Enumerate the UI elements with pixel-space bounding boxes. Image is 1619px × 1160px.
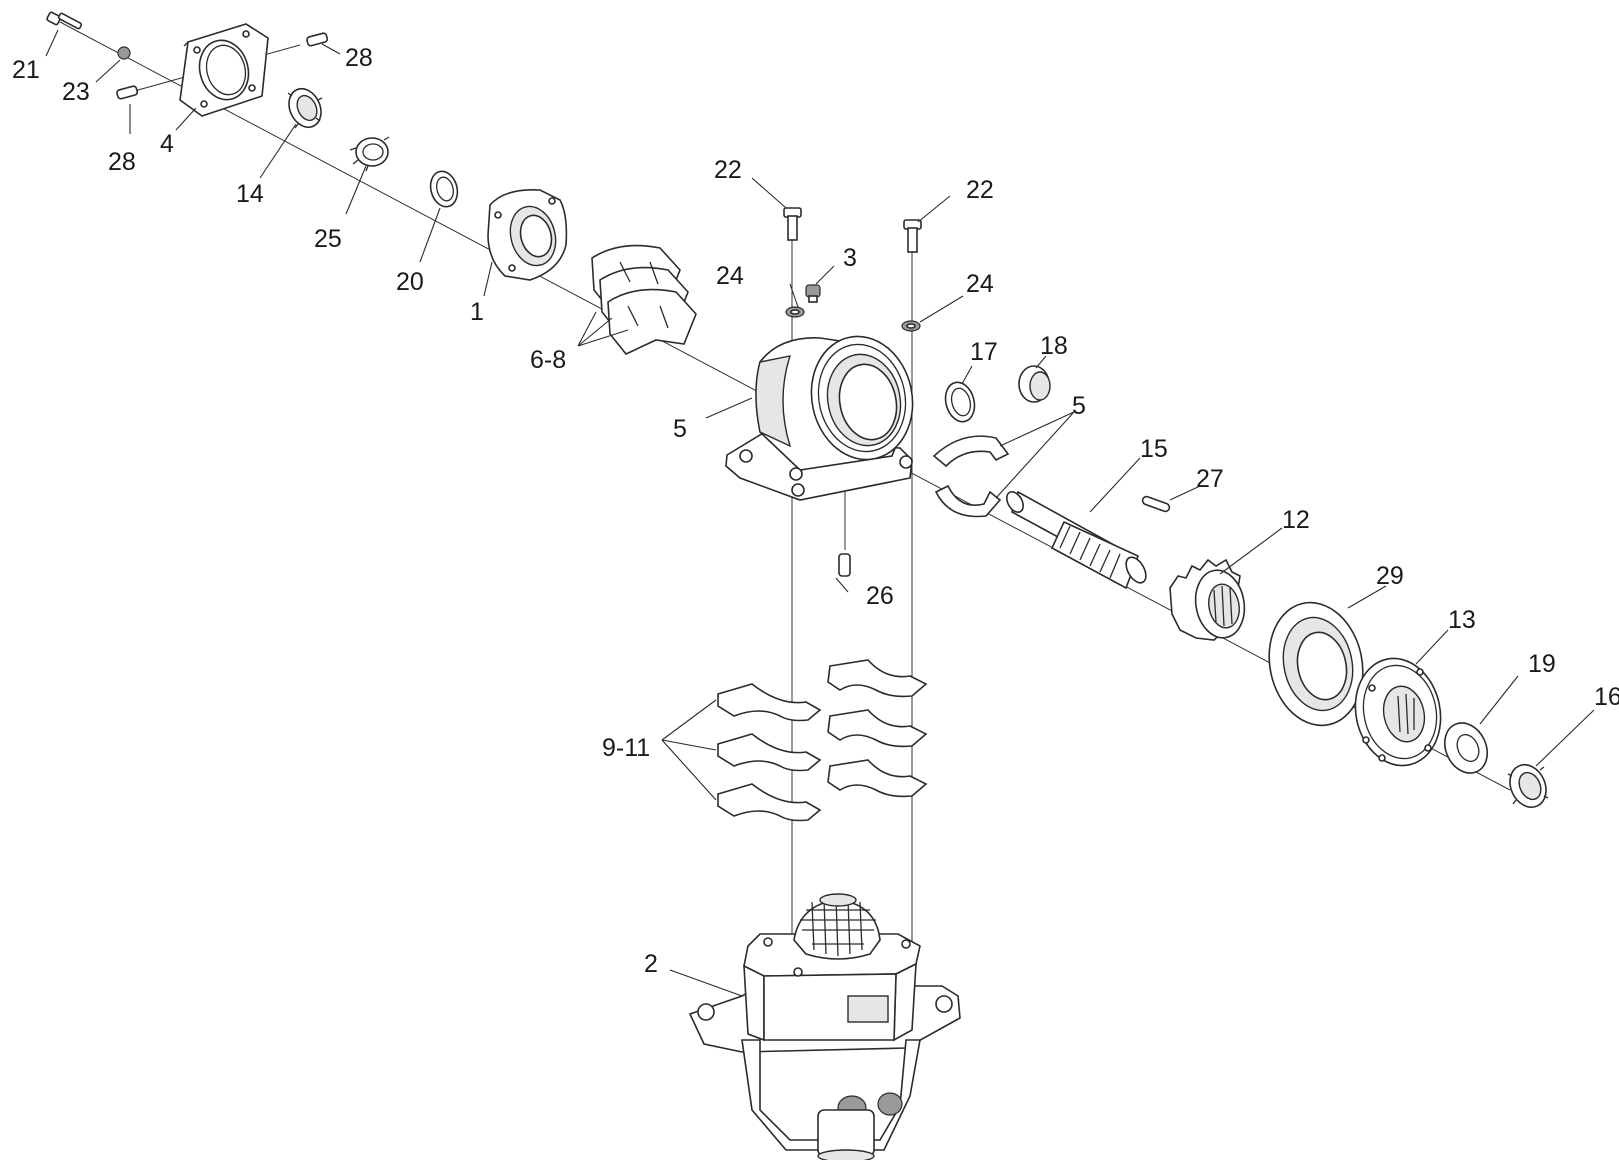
part-1-bearing-cover bbox=[487, 188, 568, 281]
part-24-washer-right bbox=[901, 320, 921, 332]
label-4: 4 bbox=[160, 130, 174, 158]
label-18: 18 bbox=[1040, 332, 1068, 360]
label-2: 2 bbox=[644, 950, 658, 978]
part-22-bolt-left bbox=[783, 207, 802, 241]
part-21-bolt bbox=[46, 11, 83, 30]
label-9-11: 9-11 bbox=[602, 734, 650, 762]
part-29-bearing bbox=[1268, 601, 1364, 727]
label-28-lower: 28 bbox=[108, 148, 136, 176]
part-6-8-shims bbox=[591, 244, 697, 355]
part-27-key bbox=[1141, 495, 1171, 513]
part-24-washer-left bbox=[785, 306, 805, 318]
leader-lines bbox=[45, 29, 1595, 997]
label-17: 17 bbox=[970, 338, 998, 366]
part-15-shaft bbox=[1006, 490, 1147, 590]
label-24-right: 24 bbox=[966, 270, 994, 298]
label-22-left: 22 bbox=[714, 156, 742, 184]
label-19: 19 bbox=[1528, 650, 1556, 678]
part-4-flange-plate bbox=[179, 23, 269, 117]
part-28-stud-lower bbox=[116, 85, 139, 100]
label-29: 29 bbox=[1376, 562, 1404, 590]
part-14-slotted-nut bbox=[287, 87, 323, 129]
label-25: 25 bbox=[314, 225, 342, 253]
part-26-pin bbox=[838, 553, 851, 577]
part-labels: 21 23 28 28 4 14 25 20 1 6-8 5 22 22 24 … bbox=[12, 44, 1619, 978]
part-13-flange-hub bbox=[1354, 657, 1442, 767]
label-14: 14 bbox=[236, 180, 264, 208]
label-5-shims: 5 bbox=[1072, 392, 1086, 420]
part-5-shim-halves bbox=[932, 435, 1010, 518]
part-12-bevel-gear bbox=[1169, 558, 1246, 641]
label-16: 16 bbox=[1594, 683, 1619, 711]
label-6-8: 6-8 bbox=[530, 346, 566, 374]
part-9-11-shim-plates bbox=[717, 659, 928, 822]
label-28-upper: 28 bbox=[345, 44, 373, 72]
part-23-nut bbox=[117, 46, 131, 60]
part-22-bolt-right bbox=[903, 219, 922, 253]
label-23: 23 bbox=[62, 78, 90, 106]
part-25-lock-washer bbox=[349, 136, 390, 172]
part-3-plug bbox=[805, 284, 821, 303]
label-24-left: 24 bbox=[716, 262, 744, 290]
label-12: 12 bbox=[1282, 506, 1310, 534]
part-19-washer bbox=[1444, 722, 1488, 774]
part-17-ring bbox=[944, 381, 976, 423]
part-16-nut bbox=[1507, 764, 1549, 808]
label-26: 26 bbox=[866, 582, 894, 610]
label-27: 27 bbox=[1196, 465, 1224, 493]
label-5-housing: 5 bbox=[673, 415, 687, 443]
part-18-cap bbox=[1018, 365, 1051, 403]
label-15: 15 bbox=[1140, 435, 1168, 463]
label-20: 20 bbox=[396, 268, 424, 296]
part-20-shim-ring bbox=[429, 170, 459, 208]
part-28-stud-upper bbox=[306, 32, 329, 47]
label-21: 21 bbox=[12, 56, 40, 84]
label-22-right: 22 bbox=[966, 176, 994, 204]
label-3: 3 bbox=[843, 244, 857, 272]
part-2-gearbox-base bbox=[688, 893, 961, 1160]
label-13: 13 bbox=[1448, 606, 1476, 634]
part-5-housing bbox=[725, 335, 914, 501]
label-1: 1 bbox=[470, 298, 484, 326]
